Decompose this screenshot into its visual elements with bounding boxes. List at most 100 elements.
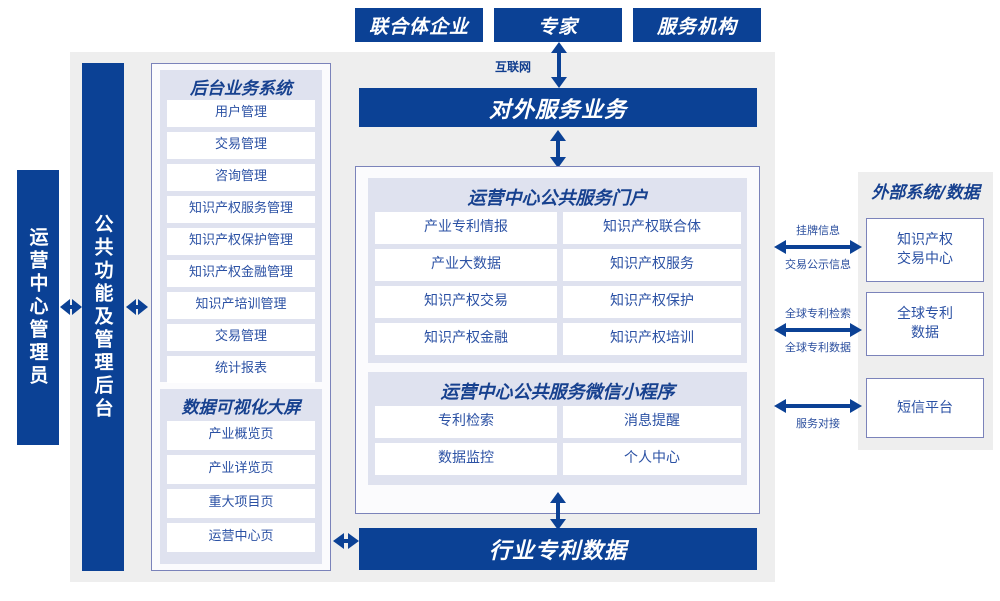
industry-patent-data-label: 行业专利数据 <box>488 539 627 564</box>
connection-label-text: 服务对接 <box>796 417 840 430</box>
internet-arrow-icon <box>551 42 567 88</box>
top-actor-label: 服务机构 <box>656 15 737 38</box>
external-service-bar: 对外服务业务 <box>359 88 757 127</box>
miniprogram-item-label: 消息提醒 <box>624 413 680 430</box>
miniprogram-item-label: 专利检索 <box>438 413 494 430</box>
backend-item[interactable]: 知识产权保护管理 <box>167 228 315 255</box>
portal-item[interactable]: 知识产权金融 <box>375 323 557 355</box>
backend-to-data-arrow-icon <box>333 533 359 549</box>
portal-item-label: 知识产权金融 <box>424 330 508 347</box>
portal-item[interactable]: 知识产权交易 <box>375 286 557 318</box>
external-item-line2: 交易中心 <box>897 251 953 267</box>
portal-item[interactable]: 产业专利情报 <box>375 212 557 244</box>
backend-link-arrow-icon <box>126 299 148 315</box>
portal-item-label: 知识产权联合体 <box>603 219 701 236</box>
dashboard-item-label: 产业详览页 <box>208 461 274 477</box>
backend-item-label: 知识产权保护管理 <box>188 233 293 249</box>
internet-label: 互联网 <box>478 56 548 76</box>
dashboard-item[interactable]: 产业概览页 <box>167 421 315 450</box>
service-to-portal-arrow-icon <box>550 130 566 168</box>
portal-item-label: 知识产权服务 <box>610 256 694 273</box>
external-connection-arrow-icon-1 <box>774 323 862 337</box>
external-item-label: 全球专利 数据 <box>897 305 953 343</box>
miniprogram-group-title: 运营中心公共服务微信小程序 <box>368 376 747 406</box>
external-connection-arrow-icon-0 <box>774 240 862 254</box>
miniprogram-item[interactable]: 专利检索 <box>375 406 557 438</box>
dashboard-group-title-text: 数据可视化大屏 <box>181 397 301 418</box>
dashboard-group-title: 数据可视化大屏 <box>160 391 322 419</box>
external-item-sms-platform[interactable]: 短信平台 <box>866 378 984 438</box>
portal-item-label: 知识产权保护 <box>610 293 694 310</box>
dashboard-item[interactable]: 重大项目页 <box>167 489 315 518</box>
external-item-label: 知识产权 交易中心 <box>897 231 953 269</box>
portal-item[interactable]: 知识产权联合体 <box>563 212 741 244</box>
backend-item-label: 用户管理 <box>214 105 267 121</box>
backend-item-label: 咨询管理 <box>214 169 267 185</box>
admin-to-backend-arrow-icon <box>60 299 82 315</box>
services-to-data-arrow-icon <box>550 492 566 530</box>
top-actor-box-1: 专家 <box>494 8 622 42</box>
portal-item[interactable]: 产业大数据 <box>375 249 557 281</box>
backend-item[interactable]: 用户管理 <box>167 100 315 127</box>
backend-item[interactable]: 知识产权服务管理 <box>167 196 315 223</box>
backend-item[interactable]: 咨询管理 <box>167 164 315 191</box>
external-item-line1: 知识产权 <box>897 232 953 249</box>
connection-label-text: 全球专利检索 <box>785 307 851 320</box>
portal-item-label: 产业大数据 <box>431 256 501 273</box>
external-item-ip-trading-center[interactable]: 知识产权 交易中心 <box>866 218 984 282</box>
backend-item-label: 知识产培训管理 <box>195 297 287 313</box>
top-actor-label: 联合体企业 <box>368 15 469 38</box>
external-group-title-text: 外部系统/数据 <box>871 182 980 203</box>
dashboard-item[interactable]: 产业详览页 <box>167 455 315 484</box>
dashboard-item-label: 产业概览页 <box>208 427 274 443</box>
external-item-line1: 全球专利 <box>897 306 953 323</box>
portal-item[interactable]: 知识产权培训 <box>563 323 741 355</box>
backend-item[interactable]: 统计报表 <box>167 356 315 383</box>
external-connection-label-above-1: 全球专利检索 <box>769 305 867 321</box>
dashboard-item-label: 运营中心页 <box>208 529 274 545</box>
external-connection-label-below-2: 服务对接 <box>775 415 861 431</box>
backend-item[interactable]: 知识产培训管理 <box>167 292 315 319</box>
top-actor-box-2: 服务机构 <box>633 8 761 42</box>
external-connection-label-below-1: 全球专利数据 <box>769 339 867 355</box>
top-actor-box-0: 联合体企业 <box>355 8 483 42</box>
portal-item[interactable]: 知识产权服务 <box>563 249 741 281</box>
dashboard-item-label: 重大项目页 <box>208 495 274 511</box>
backend-item-label: 交易管理 <box>214 329 267 345</box>
portal-item-label: 产业专利情报 <box>424 219 508 236</box>
external-service-bar-label: 对外服务业务 <box>488 97 627 123</box>
miniprogram-item-label: 个人中心 <box>624 450 680 467</box>
backend-item[interactable]: 知识产权金融管理 <box>167 260 315 287</box>
miniprogram-item[interactable]: 消息提醒 <box>563 406 741 438</box>
top-actor-label: 专家 <box>537 15 578 38</box>
external-connection-label-below-0: 交易公示信息 <box>769 256 867 272</box>
backend-item-label: 知识产权服务管理 <box>188 201 293 217</box>
external-item-line2: 数据 <box>911 325 939 341</box>
miniprogram-group-title-text: 运营中心公共服务微信小程序 <box>440 382 675 403</box>
miniprogram-item[interactable]: 个人中心 <box>563 443 741 475</box>
backend-group-title-text: 后台业务系统 <box>190 78 292 99</box>
external-item-global-patent-data[interactable]: 全球专利 数据 <box>866 292 984 356</box>
backend-item-label: 知识产权金融管理 <box>188 265 293 281</box>
portal-group-title: 运营中心公共服务门户 <box>368 182 747 212</box>
internet-label-text: 互联网 <box>494 59 531 74</box>
left-actor-common-admin-backend: 公共功能及管理后台 <box>82 63 124 571</box>
connection-label-text: 全球专利数据 <box>785 341 851 354</box>
external-item-label: 短信平台 <box>897 399 953 416</box>
dashboard-item[interactable]: 运营中心页 <box>167 523 315 552</box>
backend-item[interactable]: 交易管理 <box>167 324 315 351</box>
portal-group-title-text: 运营中心公共服务门户 <box>467 188 648 209</box>
portal-item-label: 知识产权培训 <box>610 330 694 347</box>
left-actor-label: 运营中心管理员 <box>26 227 49 388</box>
external-connection-arrow-icon-2 <box>774 399 862 413</box>
connection-label-text: 挂牌信息 <box>796 224 840 237</box>
miniprogram-item[interactable]: 数据监控 <box>375 443 557 475</box>
portal-item[interactable]: 知识产权保护 <box>563 286 741 318</box>
backend-item[interactable]: 交易管理 <box>167 132 315 159</box>
backend-item-label: 交易管理 <box>214 137 267 153</box>
industry-patent-data-bar: 行业专利数据 <box>359 528 757 570</box>
connection-label-text: 交易公示信息 <box>785 258 851 271</box>
backend-group-title: 后台业务系统 <box>160 72 322 100</box>
portal-item-label: 知识产权交易 <box>424 293 508 310</box>
